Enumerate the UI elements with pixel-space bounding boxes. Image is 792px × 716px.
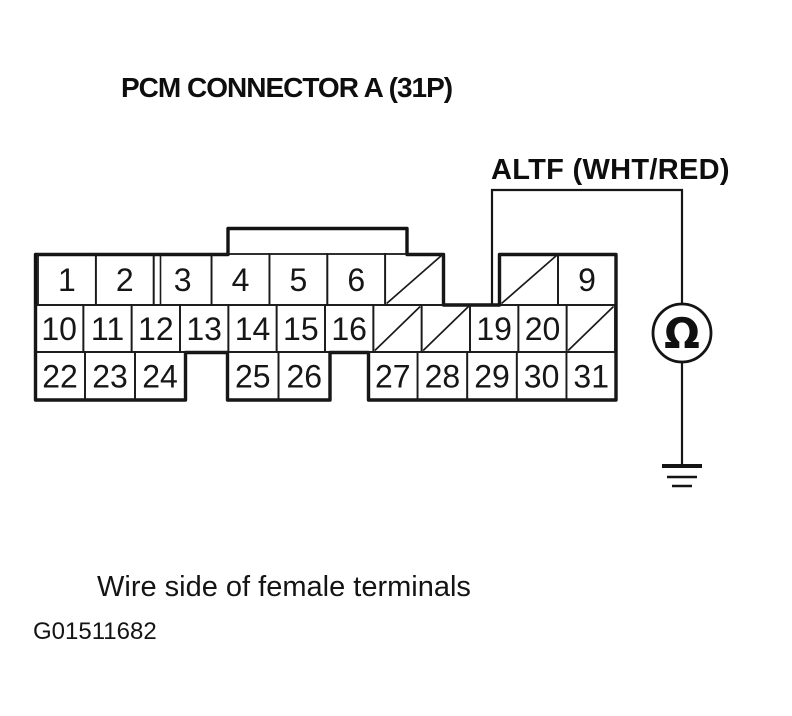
terminal-number: 4 — [232, 262, 250, 298]
terminal-number: 6 — [347, 262, 365, 298]
terminal-number: 27 — [375, 359, 411, 395]
terminal-number: 2 — [116, 262, 134, 298]
no-terminal-slash — [422, 305, 470, 352]
terminal-number: 28 — [425, 359, 461, 395]
terminal-number: 22 — [42, 359, 78, 395]
terminal-number: 1 — [58, 262, 76, 298]
ohmmeter-icon: Ω — [651, 302, 713, 364]
terminal-cell-31 — [565, 351, 617, 401]
wire-signal-label: ALTF (WHT/RED) — [491, 154, 730, 186]
terminal-number: 23 — [92, 359, 128, 395]
terminal-number: 10 — [41, 311, 77, 347]
no-terminal-slash — [386, 254, 443, 305]
terminal-number: 31 — [573, 359, 609, 395]
terminal-number: 5 — [289, 262, 307, 298]
figure-id: G01511682 — [33, 618, 157, 645]
no-terminal-slash — [500, 254, 558, 305]
probe-wire — [490, 188, 684, 304]
terminal-number: 11 — [91, 311, 124, 347]
page-title: PCM CONNECTOR A (31P) — [121, 72, 452, 103]
ohm-symbol: Ω — [664, 309, 700, 358]
terminal-number: 30 — [524, 359, 560, 395]
terminal-number: 25 — [235, 359, 271, 395]
terminal-number: 15 — [283, 311, 319, 347]
terminal-number: 20 — [525, 311, 561, 347]
terminal-cell-26 — [277, 351, 331, 401]
terminal-number: 19 — [476, 311, 512, 347]
no-terminal-slash — [374, 305, 421, 352]
terminal-number: 16 — [331, 311, 367, 347]
no-terminal-slash — [567, 305, 615, 352]
terminal-number: 9 — [578, 262, 596, 298]
terminal-number: 26 — [286, 359, 322, 395]
ground-icon — [662, 464, 702, 488]
caption: Wire side of female terminals — [97, 571, 471, 603]
terminal-number: 12 — [138, 311, 174, 347]
terminal-cell-24 — [134, 351, 186, 401]
terminal-number: 29 — [474, 359, 510, 395]
terminal-number: 3 — [174, 262, 192, 298]
terminal-number: 14 — [235, 311, 271, 347]
terminal-number: 13 — [186, 311, 222, 347]
terminal-number: 24 — [142, 359, 178, 395]
